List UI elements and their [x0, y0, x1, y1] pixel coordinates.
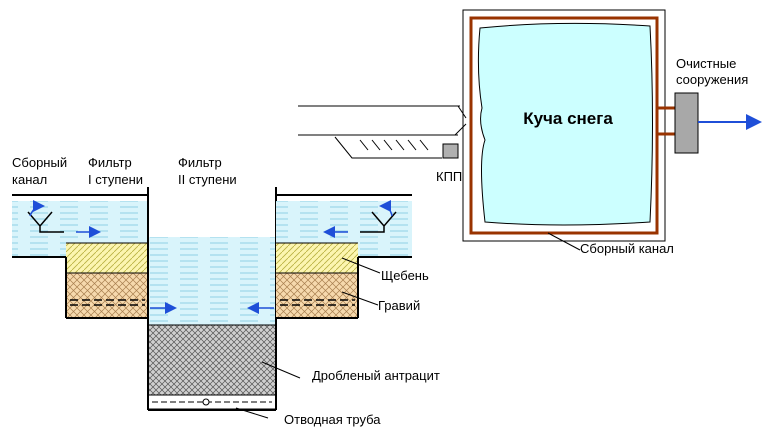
right-channel-water — [358, 201, 412, 256]
snow-pile-label: Куча снега — [523, 109, 613, 128]
treatment-facility-box — [674, 92, 699, 154]
right-inflow-arrow — [379, 200, 393, 217]
crushed-stone-leader — [341, 257, 381, 274]
gate-line-a — [457, 105, 467, 119]
collector-left-label-2: канал — [12, 172, 47, 187]
ramp-hatching — [359, 139, 429, 151]
left-inflow-arrow — [29, 200, 45, 217]
filter1-left-gravel — [66, 273, 148, 318]
drain-pipe-label: Отводная труба — [284, 412, 381, 427]
kpp-label: КПП — [436, 169, 462, 184]
snow-pile-shape — [477, 22, 653, 226]
snow-storage-plan: Куча снега Очистные сооружения КПП Сборн… — [298, 9, 762, 256]
filter1-left-water — [66, 201, 148, 243]
filter2-anthracite — [148, 325, 276, 395]
collector-leader-line — [547, 232, 581, 251]
left-weir — [27, 211, 64, 233]
filter1-right-gravel — [276, 273, 358, 318]
filter2-label-1: Фильтр — [178, 155, 222, 170]
gate-line-b — [454, 123, 467, 136]
filter2-water — [148, 237, 276, 325]
gravel-label: Гравий — [378, 298, 420, 313]
filter1-left-stone — [66, 243, 148, 273]
collector-channel-ring — [469, 16, 659, 235]
collector-left-label-1: Сборный — [12, 155, 67, 170]
filter-cross-section: Сборный канал Фильтр I ступени Фильтр II… — [12, 155, 440, 427]
anthracite-label: Дробленый антрацит — [312, 368, 440, 383]
drain-pipe-leader — [235, 407, 269, 419]
treatment-label-line1: Очистные — [676, 56, 736, 71]
filter1-right-stone — [276, 243, 358, 273]
drain-pipe-valve — [202, 398, 210, 406]
ramp-outline — [334, 136, 442, 159]
filter2-label-2: II ступени — [178, 172, 237, 187]
right-weir — [360, 211, 397, 233]
filter1-label-2: I ступени — [88, 172, 143, 187]
kpp-booth — [442, 143, 459, 159]
filter1-label-1: Фильтр — [88, 155, 132, 170]
collector-right-label: Сборный канал — [580, 241, 674, 256]
treatment-label-line2: сооружения — [676, 72, 748, 87]
filter1-right-water — [276, 201, 358, 243]
gravel-leader — [341, 291, 379, 306]
left-channel-water — [12, 201, 66, 256]
anthracite-leader — [261, 361, 301, 379]
crushed-stone-label: Щебень — [381, 268, 429, 283]
